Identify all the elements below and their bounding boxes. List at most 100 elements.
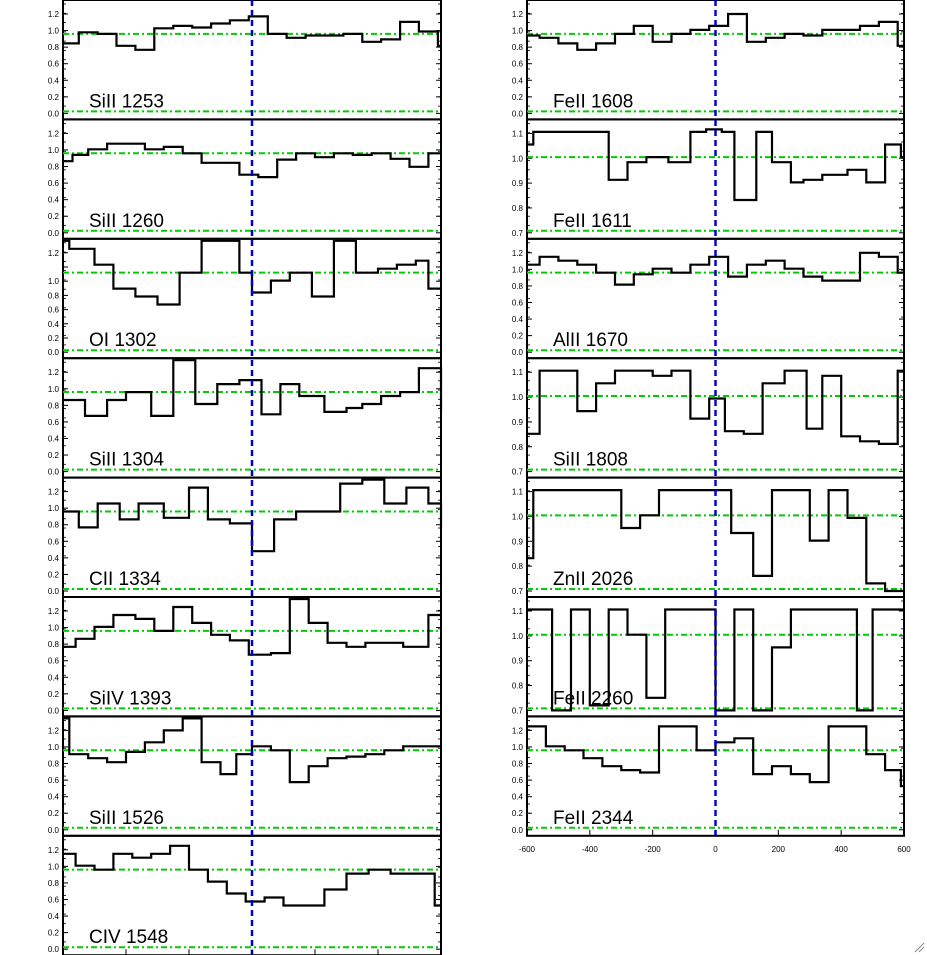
y-tick-label: 0.2	[48, 929, 60, 938]
y-tick-label: 0.8	[48, 43, 60, 52]
y-tick-label: 0.4	[48, 434, 60, 443]
y-tick-label: 0.4	[48, 793, 60, 802]
transition-label-9: FeII 1611	[553, 211, 632, 232]
y-tick-label: 1.1	[512, 488, 524, 497]
y-tick-label: 0.9	[512, 537, 524, 546]
transition-label-14: FeII 2344	[553, 808, 634, 829]
y-tick-label: 0.6	[48, 657, 60, 666]
y-tick-label: 0.9	[512, 657, 524, 666]
y-tick-label: 0.0	[48, 468, 60, 477]
y-tick-label: 0.8	[48, 163, 60, 172]
y-tick-label: 0.4	[48, 76, 60, 85]
y-tick-label: 0.7	[512, 706, 524, 715]
y-tick-label: 1.0	[48, 504, 60, 513]
y-tick-label: 0.4	[512, 315, 524, 324]
spectrum-trace-7	[63, 844, 441, 907]
y-tick-label: 0.6	[48, 306, 60, 315]
y-tick-label: 0.0	[48, 229, 60, 238]
y-tick-label: 1.2	[48, 607, 60, 616]
resize-grip-icon[interactable]	[913, 941, 925, 953]
y-tick-label: 1.0	[512, 512, 524, 521]
y-tick-label: 0.7	[512, 587, 524, 596]
transition-label-12: ZnII 2026	[553, 569, 633, 590]
transition-label-13: FeII 2260	[553, 688, 633, 709]
spectrum-trace-1	[63, 142, 441, 179]
transition-label-4: CII 1334	[89, 569, 161, 590]
spectrum-trace-5	[63, 597, 441, 656]
y-tick-label: 0.4	[48, 912, 60, 921]
y-tick-label: 0.2	[48, 809, 60, 818]
y-tick-label: 1.0	[48, 624, 60, 633]
y-tick-label: 0.9	[512, 418, 524, 427]
y-tick-label: 0.4	[48, 320, 60, 329]
transition-label-7: CIV 1548	[89, 927, 168, 948]
y-tick-label: 1.2	[512, 249, 524, 258]
y-tick-label: 0.6	[48, 776, 60, 785]
y-tick-label: 0.6	[48, 418, 60, 427]
y-tick-label: 0.2	[48, 93, 60, 102]
x-tick-label: -400	[582, 845, 599, 854]
y-tick-label: 0.4	[48, 673, 60, 682]
y-tick-label: 0.7	[512, 468, 524, 477]
spectrum-trace-4	[63, 478, 443, 553]
y-tick-label: 1.0	[512, 265, 524, 274]
y-tick-label: 0.6	[512, 776, 524, 785]
y-tick-label: 0.2	[48, 334, 60, 343]
transition-label-2: OI 1302	[89, 330, 157, 351]
y-tick-label: 0.6	[512, 60, 524, 69]
y-tick-label: 1.0	[48, 27, 60, 36]
spectrum-trace-12	[527, 489, 904, 593]
transition-label-11: SiII 1808	[553, 450, 628, 471]
y-tick-label: 0.4	[48, 196, 60, 205]
y-tick-label: 1.0	[48, 862, 60, 871]
y-tick-label: 0.8	[48, 640, 60, 649]
y-tick-label: 0.8	[512, 682, 524, 691]
y-tick-label: 1.2	[48, 249, 60, 258]
y-tick-label: 0.2	[48, 451, 60, 460]
y-tick-label: 0.2	[512, 332, 524, 341]
y-tick-label: 1.2	[512, 726, 524, 735]
x-tick-label: 400	[834, 845, 848, 854]
y-tick-label: 0.0	[48, 109, 60, 118]
y-tick-label: 1.2	[48, 846, 60, 855]
y-tick-label: 0.8	[512, 443, 524, 452]
x-tick-label: 0	[713, 845, 718, 854]
y-tick-label: 0.8	[512, 43, 524, 52]
y-tick-label: 0.0	[512, 348, 524, 357]
y-tick-label: 1.0	[512, 632, 524, 641]
y-tick-label: 1.2	[48, 726, 60, 735]
y-tick-label: 0.8	[48, 521, 60, 530]
y-tick-label: 1.2	[48, 368, 60, 377]
y-tick-label: 1.1	[512, 607, 524, 616]
y-tick-label: 1.0	[48, 743, 60, 752]
spectrum-trace-11	[527, 369, 904, 445]
y-tick-label: 0.8	[512, 562, 524, 571]
spectrum-trace-9	[527, 128, 904, 202]
y-tick-label: 0.7	[512, 229, 524, 238]
y-tick-label: 0.8	[48, 291, 60, 300]
x-tick-label: -200	[645, 845, 662, 854]
y-tick-label: 0.0	[48, 945, 60, 954]
transition-label-8: FeII 1608	[553, 91, 633, 112]
y-tick-label: 0.4	[512, 793, 524, 802]
y-tick-label: 0.8	[48, 401, 60, 410]
x-tick-label: 600	[897, 845, 911, 854]
y-tick-label: 0.2	[512, 809, 524, 818]
spectrum-trace-10	[527, 251, 904, 286]
transition-label-10: AlII 1670	[553, 330, 628, 351]
y-tick-label: 1.0	[512, 393, 524, 402]
y-tick-label: 0.9	[512, 179, 524, 188]
y-tick-label: 0.0	[48, 587, 60, 596]
x-tick-label: -600	[519, 845, 536, 854]
y-tick-label: 0.6	[512, 299, 524, 308]
y-tick-label: 0.0	[512, 109, 524, 118]
y-tick-label: 0.6	[48, 60, 60, 69]
y-tick-label: 0.8	[512, 760, 524, 769]
spectrum-trace-8	[527, 12, 904, 51]
y-tick-label: 0.4	[512, 76, 524, 85]
y-tick-label: 0.8	[48, 879, 60, 888]
y-tick-label: 1.0	[512, 743, 524, 752]
y-tick-label: 1.2	[48, 488, 60, 497]
y-tick-label: 0.6	[48, 179, 60, 188]
